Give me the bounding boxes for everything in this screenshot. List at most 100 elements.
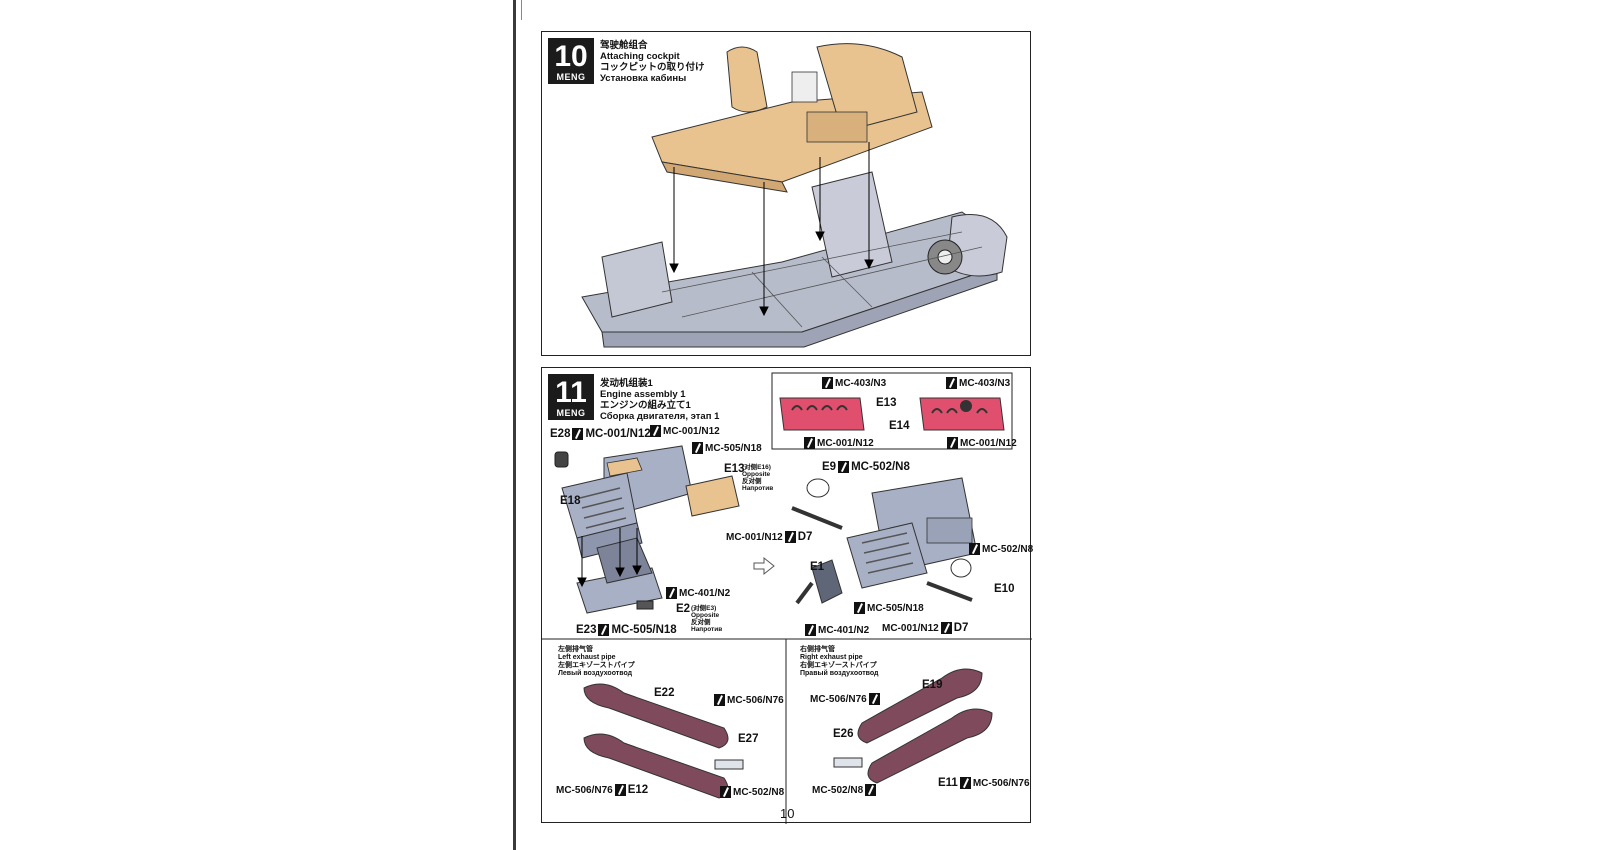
right-exhaust-paint-top: MC-506/N76 bbox=[810, 693, 880, 705]
e9-paint: MC-502/N8 bbox=[851, 461, 910, 473]
step-11-titles: 发动机组装1 Engine assembly 1 エンジンの組み立て1 Сбор… bbox=[600, 378, 719, 422]
part-label-e18: E18 bbox=[560, 495, 580, 507]
part-label-e19: E19 bbox=[922, 679, 942, 691]
left-paint-top: MC-506/N76 bbox=[727, 694, 784, 706]
part-label-e13: E13 bbox=[724, 463, 744, 475]
paint-label-top-2: MC-505/N18 bbox=[692, 442, 762, 454]
paint-icon bbox=[692, 442, 703, 454]
e12-code: E12 bbox=[627, 784, 649, 796]
left-exhaust-paint-bottom-left: MC-506/N76 E12 bbox=[556, 784, 648, 796]
right-exhaust-ru: Правый воздухоотвод bbox=[800, 670, 879, 677]
paint-icon bbox=[614, 784, 626, 796]
inset-head-e13 bbox=[779, 397, 865, 431]
head-detail-inset bbox=[771, 372, 1013, 450]
step-11-title-zh: 发动机组装1 bbox=[600, 378, 653, 389]
left-exhaust-en: Left exhaust pipe bbox=[558, 654, 616, 661]
e2-note: (对侧E3) bbox=[691, 605, 717, 612]
e2-opposite-ru: Напротив bbox=[691, 626, 723, 633]
e13-opposite-en: Opposite bbox=[742, 471, 771, 478]
paint-label-e1-a: MC-505/N18 bbox=[854, 602, 924, 614]
part-label-e10: E10 bbox=[994, 583, 1014, 595]
inset-paint-top-right: MC-403/N3 bbox=[946, 377, 1010, 389]
paint-icon bbox=[650, 425, 661, 437]
part-label-e23: E23 MC-505/N18 bbox=[576, 624, 677, 636]
paint-icon bbox=[838, 461, 850, 473]
e13-opposite-note: (对侧E16) Opposite 反对侧 Напротив bbox=[742, 464, 773, 492]
d7-right-code: D7 bbox=[953, 622, 969, 634]
step-10-badge: 10 MENG bbox=[548, 38, 594, 84]
step-11-title-ja: エンジンの組み立て1 bbox=[600, 400, 691, 411]
left-engine-block bbox=[554, 445, 740, 614]
inset-paint-tr: MC-403/N3 bbox=[959, 377, 1011, 389]
step-10-title-zh: 驾驶舱组合 bbox=[600, 40, 648, 51]
inset-head-e14 bbox=[919, 397, 1005, 431]
paint-icon bbox=[865, 784, 877, 796]
right-paint-top: MC-506/N76 bbox=[810, 693, 867, 705]
paint-icon bbox=[969, 543, 980, 555]
binding-edge-mark bbox=[521, 0, 522, 20]
right-exhaust-ja: 右側エキゾーストパイプ bbox=[800, 662, 877, 669]
cockpit-part bbox=[651, 43, 933, 193]
e10-code: E10 bbox=[994, 583, 1015, 595]
paint-icon bbox=[940, 622, 952, 634]
e19-code: E19 bbox=[922, 679, 943, 691]
binding-edge bbox=[513, 0, 516, 850]
paint-icon bbox=[598, 624, 610, 636]
e23-paint: MC-505/N18 bbox=[611, 624, 677, 636]
e1-paint-a: MC-505/N18 bbox=[867, 602, 924, 614]
e2-paint: MC-401/N2 bbox=[679, 587, 731, 599]
inset-e13: E13 bbox=[876, 397, 897, 409]
inset-paint-bottom-right: MC-001/N12 bbox=[947, 437, 1017, 449]
inset-paint-tl: MC-403/N3 bbox=[835, 377, 887, 389]
right-exhaust-title: 右侧排气管 Right exhaust pipe 右側エキゾーストパイプ Пра… bbox=[800, 646, 878, 678]
e18-code: E18 bbox=[560, 495, 581, 507]
step-10-title-ja: コックピットの取り付け bbox=[600, 62, 705, 73]
left-exhaust-paint-bottom-right: MC-502/N8 bbox=[720, 786, 784, 798]
e2-code: E2 bbox=[676, 603, 691, 615]
part-label-e27: E27 bbox=[738, 733, 758, 745]
right-exhaust-pipes bbox=[833, 668, 993, 784]
paint-icon bbox=[868, 693, 880, 705]
right-exhaust-paint-bottom-left: MC-502/N8 bbox=[812, 784, 877, 796]
part-label-e2: E2 bbox=[676, 603, 690, 615]
inset-paint-top-left: MC-403/N3 bbox=[822, 377, 886, 389]
paint-icon bbox=[714, 694, 725, 706]
paint-icon bbox=[946, 377, 957, 389]
e13-opposite-ru: Напротив bbox=[742, 485, 774, 492]
paint-icon bbox=[784, 531, 796, 543]
left-exhaust-pipes bbox=[583, 683, 744, 799]
e13-code: E13 bbox=[724, 463, 745, 475]
left-exhaust-ru: Левый воздухоотвод bbox=[558, 670, 633, 677]
left-exhaust-ja: 左側エキゾーストパイプ bbox=[558, 662, 635, 669]
top-paint-1: MC-001/N12 bbox=[663, 425, 720, 437]
step-10-title-ru: Установка кабины bbox=[600, 73, 687, 84]
cockpit-assembly-illustration bbox=[581, 43, 1008, 348]
chassis-part bbox=[581, 171, 1008, 348]
inset-e14: E14 bbox=[889, 420, 910, 432]
paint-icon bbox=[804, 437, 815, 449]
part-label-e1: E1 bbox=[810, 561, 824, 573]
part-label-e26: E26 bbox=[833, 728, 853, 740]
right-exhaust-en: Right exhaust pipe bbox=[800, 654, 863, 661]
paint-label-e1-b: MC-401/N2 bbox=[805, 624, 869, 636]
part-label-d7-left: MC-001/N12 D7 bbox=[726, 531, 812, 543]
e11-code: E11 bbox=[938, 777, 958, 789]
paint-icon bbox=[666, 587, 677, 599]
paint-label-e10: MC-502/N8 bbox=[969, 543, 1033, 555]
inset-paint-br: MC-001/N12 bbox=[960, 437, 1017, 449]
e13-opposite-zh: 反对侧 bbox=[742, 478, 762, 485]
e2-opposite-zh: 反对侧 bbox=[691, 619, 711, 626]
paint-icon bbox=[959, 777, 971, 789]
left-exhaust-zh: 左侧排气管 bbox=[558, 646, 593, 653]
paint-icon bbox=[720, 786, 731, 798]
d7-left-paint: MC-001/N12 bbox=[726, 531, 783, 543]
right-paint-br: MC-506/N76 bbox=[972, 777, 1030, 789]
paint-icon bbox=[854, 602, 865, 614]
step-10-number: 10 bbox=[554, 40, 588, 73]
e1-paint-b: MC-401/N2 bbox=[818, 624, 870, 636]
e22-code: E22 bbox=[654, 687, 675, 699]
part-label-e9: E9 MC-502/N8 bbox=[822, 461, 910, 473]
step-11-title-ru: Сборка двигателя, этап 1 bbox=[600, 411, 720, 422]
step-10-panel: 10 MENG 驾驶舱组合 Attaching cockpit コックピットの取… bbox=[541, 31, 1031, 356]
left-paint-bl: MC-506/N76 bbox=[556, 784, 613, 796]
